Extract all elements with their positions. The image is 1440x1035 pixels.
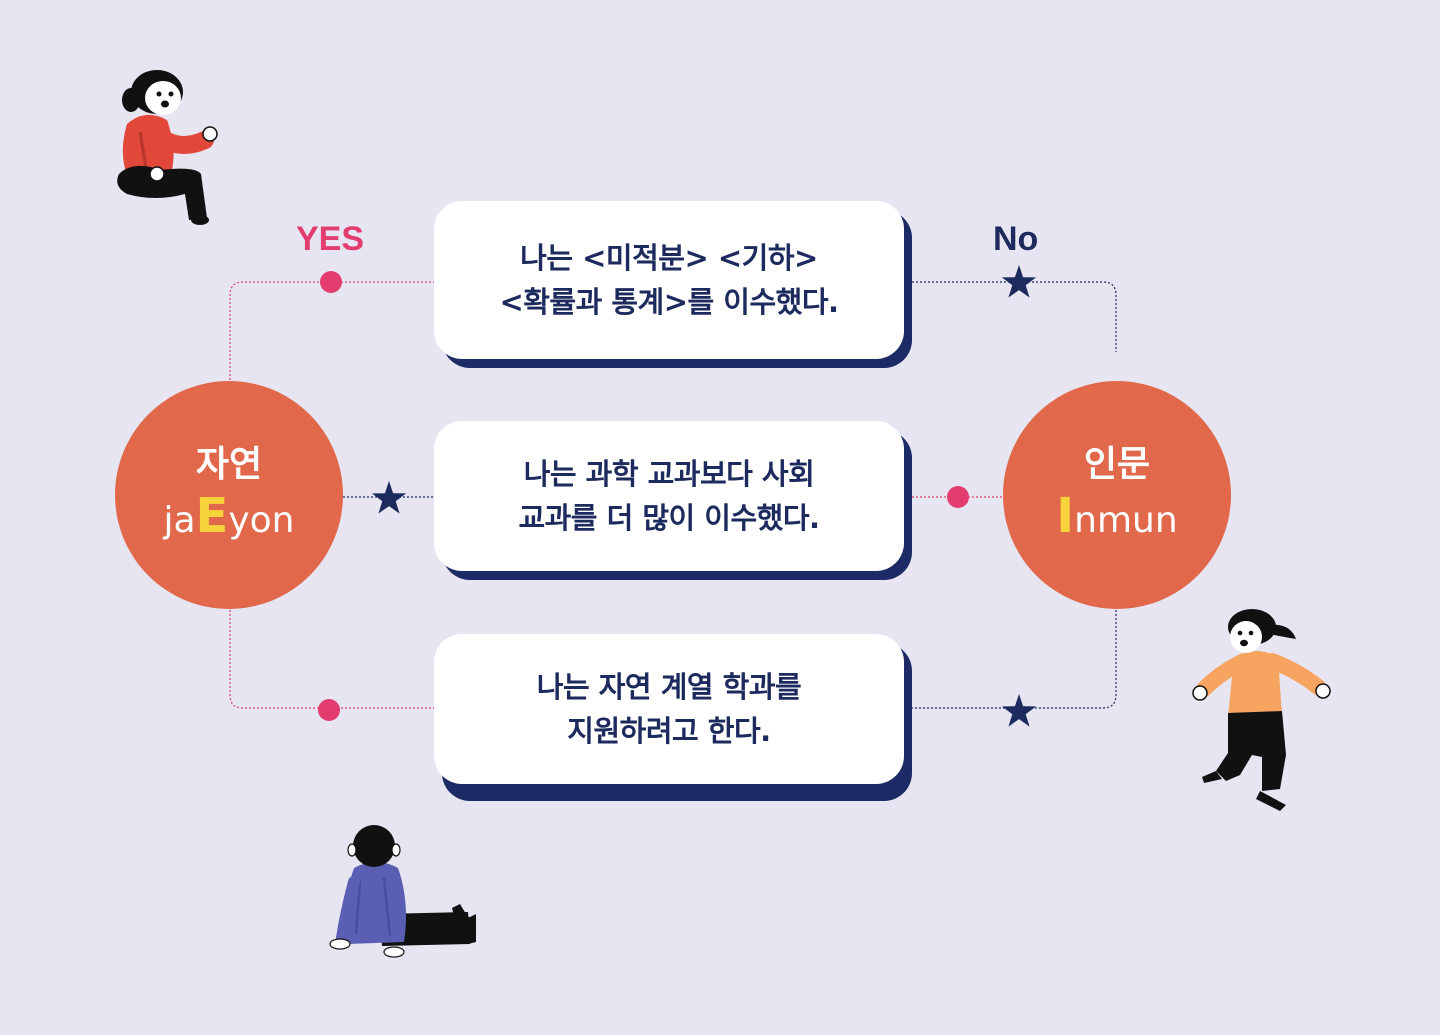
- person-orange-sweater-walking-icon: [1192, 609, 1331, 811]
- yes-dot-marker: [947, 486, 969, 508]
- yes-label: YES: [296, 220, 365, 258]
- node-jayeon-en-after: yon: [228, 499, 295, 541]
- person-purple-sweater-sitting-back-icon: [329, 825, 476, 958]
- no-label: No: [993, 220, 1039, 258]
- question-2-line-2: 교과를 더 많이 이수했다.: [518, 501, 820, 535]
- node-inmun-en-after: nmun: [1074, 499, 1178, 541]
- connector-left-top: [229, 281, 434, 380]
- yes-dot-marker: [320, 271, 342, 293]
- no-star-marker: [1001, 265, 1037, 298]
- question-box-3: 나는 자연 계열 학과를 지원하려고 한다.: [434, 634, 904, 784]
- question-3-line-2: 지원하려고 한다.: [567, 714, 771, 748]
- question-box-1: 나는 <미적분> <기하> <확률과 통계>를 이수했다.: [434, 201, 904, 359]
- connector-right-top: [912, 281, 1117, 352]
- node-jayeon-romanized: ja E yon: [163, 488, 294, 549]
- question-1-line-2: <확률과 통계>를 이수했다.: [499, 285, 839, 319]
- node-jayeon: 자연 ja E yon: [115, 381, 343, 609]
- yes-dot-marker: [318, 699, 340, 721]
- no-star-marker: [1001, 694, 1037, 727]
- node-inmun: 인문 I nmun: [1003, 381, 1231, 609]
- connector-left-bottom: [229, 610, 434, 709]
- question-1-line-1: 나는 <미적분> <기하>: [520, 241, 818, 275]
- node-jayeon-en-before: ja: [163, 499, 196, 541]
- node-jayeon-korean: 자연: [195, 443, 263, 485]
- question-box-2: 나는 과학 교과보다 사회 교과를 더 많이 이수했다.: [434, 421, 904, 571]
- person-red-sweater-sitting-icon: [117, 70, 218, 225]
- node-inmun-en-highlight: I: [1056, 487, 1075, 544]
- node-jayeon-en-highlight: E: [195, 487, 229, 544]
- no-star-marker: [371, 481, 407, 514]
- node-inmun-korean: 인문: [1083, 443, 1151, 485]
- connector-right-bottom: [912, 610, 1117, 709]
- node-inmun-romanized: I nmun: [1056, 488, 1177, 549]
- question-3-line-1: 나는 자연 계열 학과를: [536, 670, 802, 704]
- question-2-line-1: 나는 과학 교과보다 사회: [523, 457, 815, 491]
